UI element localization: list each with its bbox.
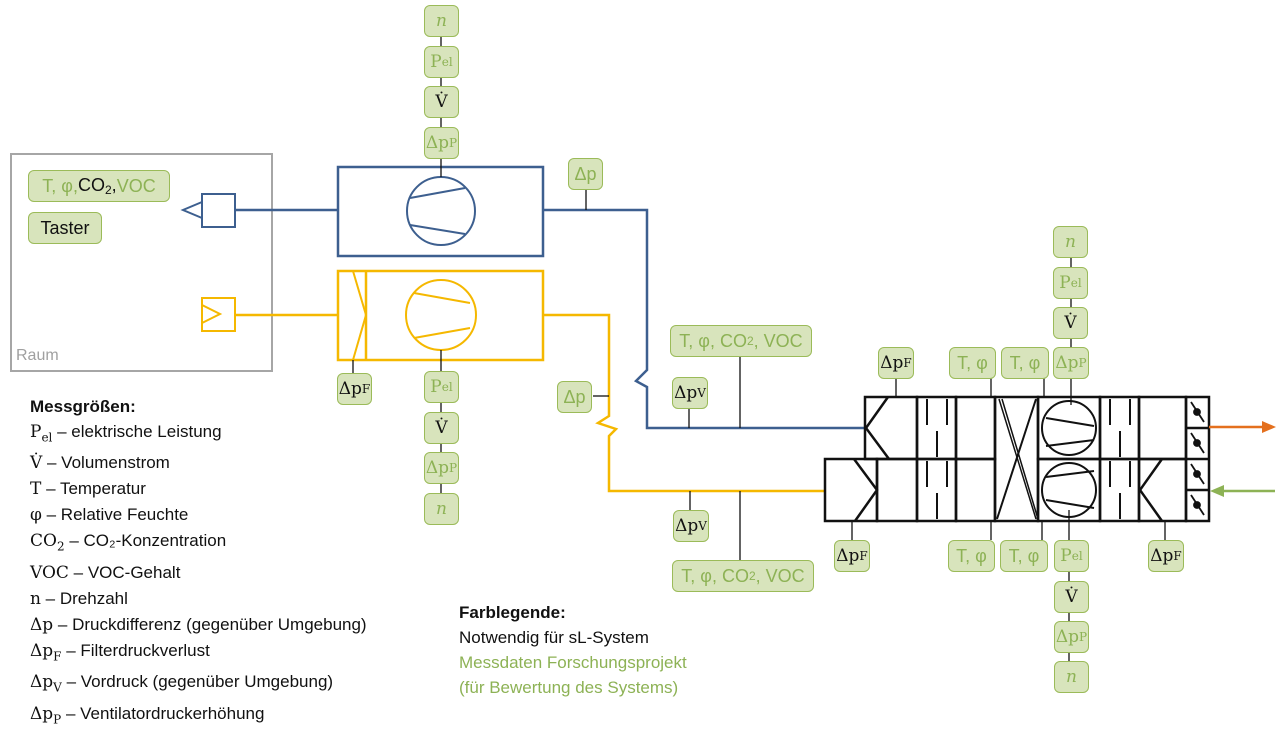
- exhaust-duct-main: [543, 208, 865, 430]
- exhaust-fan-speed-tag[interactable]: n: [424, 5, 459, 37]
- room-button-tag[interactable]: Taster: [28, 212, 102, 244]
- supply-duct-dp-tag[interactable]: Δp: [557, 381, 592, 413]
- supply-fan-speed-tag[interactable]: n: [424, 493, 459, 525]
- supply-duct-main: [543, 313, 825, 493]
- room-boundary: [10, 153, 273, 372]
- ahu-temp-humidity-tag-3[interactable]: T, φ: [948, 540, 995, 572]
- ahu-supply-fan-speed-tag[interactable]: n: [1054, 661, 1089, 693]
- measurement-legend-item: n – Drehzahl: [30, 588, 128, 609]
- measurement-legend-item: VOC – VOC-Gehalt: [30, 562, 181, 583]
- ahu-exhaust-fan-speed-tag[interactable]: n: [1053, 226, 1088, 258]
- exhaust-fan-icon: [406, 176, 476, 246]
- damper-icons: [1190, 401, 1205, 516]
- exhaust-air-terminal: [180, 193, 236, 228]
- ahu-supply-fan-flow-tag[interactable]: V̇: [1054, 581, 1089, 613]
- exhaust-fan-flow-tag[interactable]: V̇: [424, 86, 459, 118]
- ahu-exhaust-fan-flow-tag[interactable]: V̇: [1053, 307, 1088, 339]
- measurement-legend-item: Δp – Druckdifferenz (gegenüber Umgebung): [30, 614, 367, 635]
- color-legend-research-note: (für Bewertung des Systems): [459, 678, 679, 697]
- supply-filter-icon: [352, 270, 368, 361]
- measurement-legend-item: Pel – elektrische Leistung: [30, 422, 222, 445]
- color-legend-research: Messdaten Forschungsprojekt: [459, 653, 687, 672]
- color-legend: Farblegende: Notwendig für sL-System Mes…: [459, 600, 687, 700]
- measurement-legend-item: ΔpF – Filterdruckverlust: [30, 640, 210, 664]
- ahu-temp-humidity-tag-1[interactable]: T, φ: [949, 347, 996, 379]
- measurement-legend-item: V̇ – Volumenstrom: [30, 453, 170, 474]
- room-sensor-tag[interactable]: T, φ, CO2, VOC: [28, 170, 170, 202]
- supply-air-terminal: [201, 297, 236, 332]
- color-legend-title: Farblegende:: [459, 603, 566, 622]
- air-handling-unit: [823, 395, 1211, 523]
- measurement-legend-item: ΔpP – Ventilatordruckerhöhung: [30, 703, 265, 726]
- measurement-legend-item: T – Temperatur: [30, 479, 146, 500]
- measurement-legend-item: CO2 – CO₂-Konzentration: [30, 531, 227, 554]
- room-label: Raum: [16, 347, 59, 364]
- exhaust-outlet-arrow-icon: [1262, 421, 1276, 433]
- outdoor-air-arrow-icon: [1210, 485, 1224, 497]
- measurement-legend-item: ΔpV – Vordruck (gegenüber Umgebung): [30, 672, 334, 695]
- supply-fan-box: [336, 269, 545, 362]
- exhaust-duct-dp-tag[interactable]: Δp: [568, 158, 603, 190]
- measurement-legend-item: φ – Relative Feuchte: [30, 505, 189, 526]
- supply-fan-icon: [405, 279, 477, 351]
- supply-fan-flow-tag[interactable]: V̇: [424, 412, 459, 444]
- exhaust-fan-box: [336, 165, 545, 258]
- ahu-temp-humidity-tag-4[interactable]: T, φ: [1000, 540, 1048, 572]
- measurement-legend-title: Messgrößen:: [30, 397, 136, 416]
- color-legend-required: Notwendig für sL-System: [459, 628, 649, 647]
- ahu-temp-humidity-tag-2[interactable]: T, φ: [1001, 347, 1049, 379]
